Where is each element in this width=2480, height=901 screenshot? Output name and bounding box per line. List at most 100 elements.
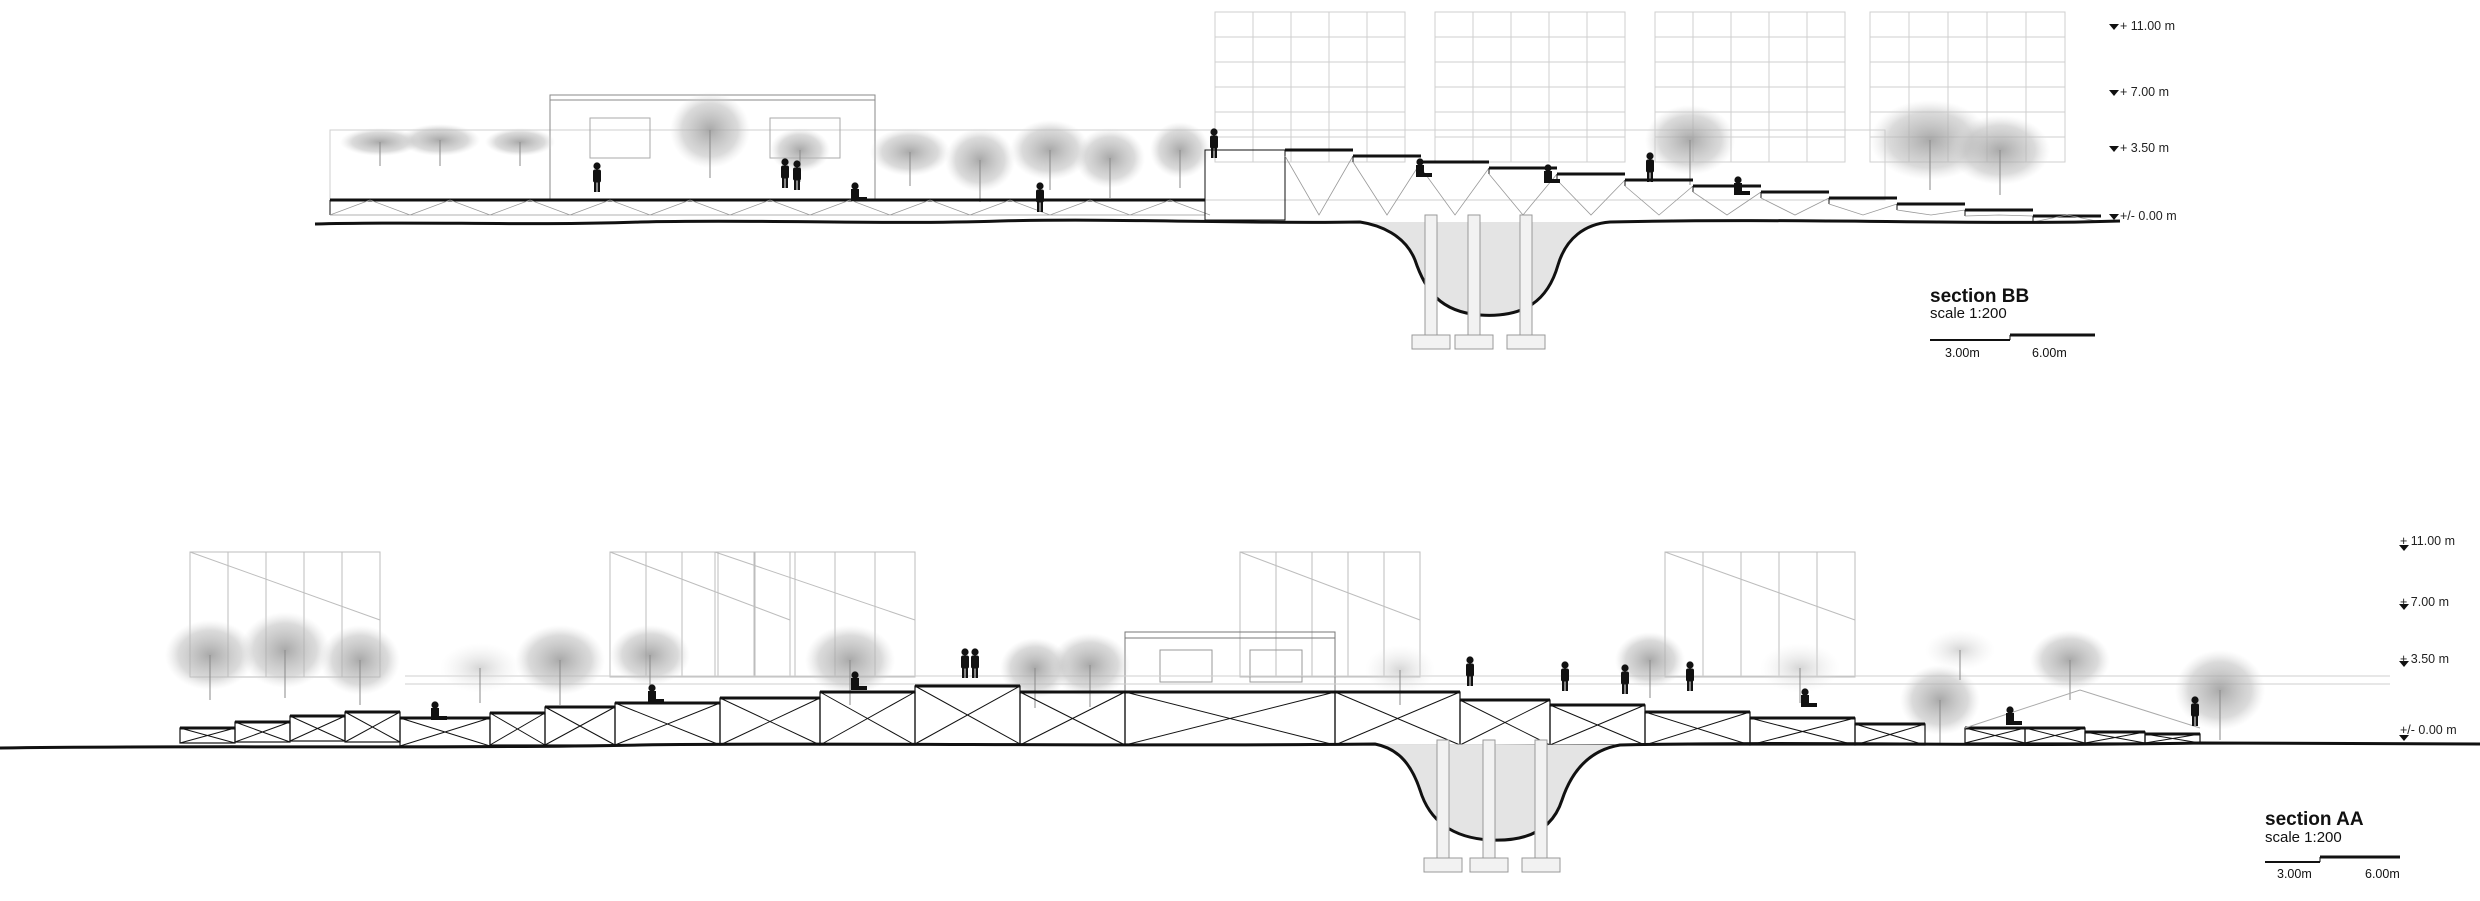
section-bb-drawing — [314, 11, 2121, 350]
truss-bay — [2084, 730, 2146, 744]
person-silhouette — [1466, 656, 1474, 686]
people-silhouettes-bb — [593, 128, 1750, 212]
truss-bay — [289, 714, 346, 742]
level-marker: + 3.50 m — [2109, 141, 2169, 155]
truss-bay — [544, 705, 616, 746]
vegetation-bb — [340, 92, 2050, 202]
person-silhouette — [1734, 176, 1750, 195]
scale-bar-label: 3.00m — [2277, 867, 2312, 881]
section-title: section BB — [1930, 286, 2029, 307]
truss-bay — [2024, 726, 2086, 744]
truss-bay — [2144, 732, 2201, 744]
truss-bay — [1019, 690, 1126, 746]
greenhouse-frame — [609, 551, 791, 678]
level-label: + 11.00 m — [2400, 534, 2455, 548]
truss-deck-aa — [179, 684, 2201, 747]
truss-member — [1964, 214, 2034, 217]
level-label: +/- 0.00 m — [2120, 209, 2177, 223]
truss-bay — [399, 716, 491, 747]
title-block-aa: section AA scale 1:200 3.00m 6.00m — [2265, 809, 2400, 881]
level-marker: +/- 0.00 m — [2399, 723, 2457, 741]
person-silhouette — [1036, 182, 1044, 212]
person-silhouette — [851, 182, 867, 201]
truss-bay — [614, 701, 721, 746]
truss-member — [1352, 161, 1422, 216]
person-silhouette — [2006, 706, 2022, 725]
truss-bay — [1964, 726, 2026, 744]
truss-member — [1284, 155, 1354, 216]
truss-bay — [234, 720, 291, 743]
section-aa-drawing — [0, 551, 2480, 873]
level-marker: + 3.50 m — [2399, 652, 2449, 667]
level-marker: + 7.00 m — [2109, 85, 2169, 99]
level-marker: + 11.00 m — [2399, 534, 2455, 551]
person-silhouette — [1210, 128, 1218, 158]
truss-bay — [1644, 710, 1751, 746]
greenhouse-frames-aa — [189, 551, 1856, 678]
section-scale: scale 1:200 — [1930, 305, 2007, 322]
level-label: + 11.00 m — [2120, 19, 2175, 33]
scale-bar-label: 3.00m — [1945, 346, 1980, 360]
level-markers-aa: + 11.00 m + 7.00 m + 3.50 m +/- 0.00 m — [2399, 534, 2457, 741]
person-silhouette — [1646, 152, 1654, 182]
truss-member — [1828, 203, 1898, 216]
level-label: + 3.50 m — [2120, 141, 2169, 155]
truss-bay — [819, 690, 916, 746]
scale-bar — [1930, 333, 2095, 341]
section-title: section AA — [2265, 809, 2364, 830]
people-silhouettes-aa — [431, 648, 2199, 726]
truss-bay — [344, 710, 401, 743]
person-silhouette — [1561, 661, 1569, 691]
truss-member — [1420, 167, 1490, 216]
truss-bay — [1549, 703, 1646, 746]
scale-bar-label: 6.00m — [2365, 867, 2400, 881]
level-label: + 7.00 m — [2400, 595, 2449, 609]
walkway-structure-bb — [329, 198, 1211, 216]
truss-bay — [489, 711, 546, 746]
person-silhouette — [971, 648, 979, 678]
truss-member — [2032, 214, 2102, 223]
scale-bar — [2265, 855, 2400, 863]
scale-bar-label: 6.00m — [2032, 346, 2067, 360]
title-block-bb: section BB scale 1:200 3.00m 6.00m — [1930, 286, 2095, 360]
greenhouse-frame — [1664, 551, 1856, 678]
truss-member — [1896, 209, 1966, 216]
ground-profile-bb — [314, 214, 2121, 350]
truss-member — [1692, 191, 1762, 216]
person-silhouette — [648, 684, 664, 703]
truss-member — [1556, 179, 1626, 216]
person-silhouette — [793, 160, 801, 190]
person-silhouette — [1416, 158, 1432, 177]
truss-bay — [1854, 722, 1926, 746]
terrace-step — [1204, 149, 1286, 221]
person-silhouette — [961, 648, 969, 678]
person-silhouette — [593, 162, 601, 192]
section-scale: scale 1:200 — [2265, 829, 2342, 846]
truss-bay — [1749, 716, 1856, 746]
level-markers-bb: + 11.00 m + 7.00 m + 3.50 m +/- 0.00 m — [2109, 19, 2177, 223]
level-label: + 7.00 m — [2120, 85, 2169, 99]
person-silhouette — [781, 158, 789, 188]
truss-bay — [719, 696, 821, 746]
person-silhouette — [1621, 664, 1629, 694]
person-silhouette — [1544, 164, 1560, 183]
person-silhouette — [1686, 661, 1694, 691]
level-marker: +/- 0.00 m — [2109, 209, 2177, 223]
truss-member — [1964, 689, 2201, 729]
person-silhouette — [431, 701, 447, 720]
person-silhouette — [2191, 696, 2199, 726]
level-label: +/- 0.00 m — [2400, 723, 2457, 737]
vegetation-aa — [165, 612, 2265, 745]
level-label: + 3.50 m — [2400, 652, 2449, 666]
truss-member — [1760, 197, 1830, 216]
truss-bay — [179, 726, 236, 744]
greenhouse-frame — [714, 551, 916, 678]
ground-profile-aa — [0, 739, 2480, 873]
person-silhouette — [1801, 688, 1817, 707]
level-marker: + 11.00 m — [2109, 19, 2175, 33]
truss-bay — [1124, 690, 1336, 746]
person-silhouette — [851, 671, 867, 690]
truss-bay — [1334, 690, 1461, 746]
truss-bay — [914, 684, 1021, 745]
